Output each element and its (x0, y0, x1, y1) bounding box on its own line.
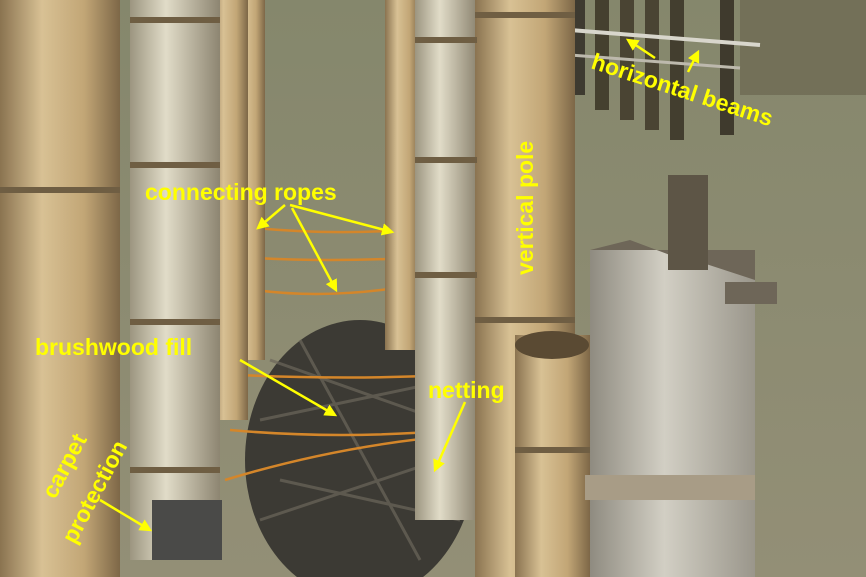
annotation-arrows (99, 38, 700, 532)
label-connecting-ropes: connecting ropes (145, 179, 337, 205)
distant-fence (569, 0, 761, 140)
broken-stump (585, 175, 777, 577)
label-netting: netting (428, 377, 505, 403)
bamboo-poles (0, 0, 590, 577)
mangrove-background (740, 0, 866, 95)
label-vertical-pole: vertical pole (512, 141, 538, 275)
label-brushwood-fill: brushwood fill (35, 334, 192, 360)
